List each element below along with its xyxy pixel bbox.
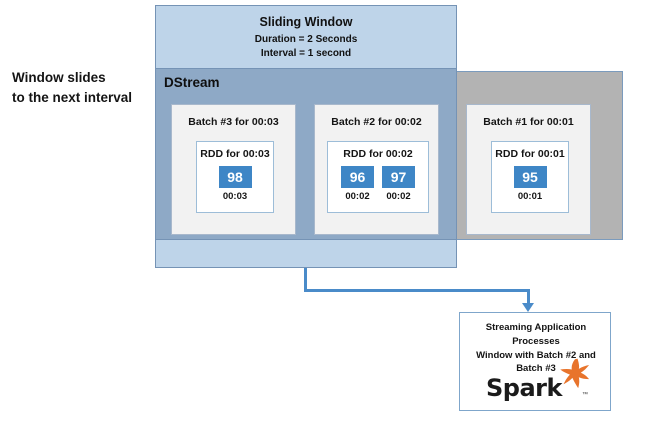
streaming-application-text: Streaming Application Processes Window w… [476,322,596,375]
rdd-values: 96 00:02 97 00:02 [328,166,428,202]
rdd-value-time: 00:01 [517,191,543,202]
connector-line-horizontal [304,289,530,292]
spark-star-icon [560,358,590,389]
rdd-title: RDD for 00:01 [495,148,565,160]
rdd-value-cell: 98 00:03 [218,166,252,202]
rdd-value-chip: 98 [218,166,252,188]
rdd-value-time: 00:02 [386,191,411,202]
batch-title: Batch #1 for 00:01 [483,116,574,128]
rdd-values: 95 00:01 [492,166,568,202]
batch-box-2[interactable]: Batch #2 for 00:02 RDD for 00:02 96 00:0… [314,104,439,235]
spark-trademark: ™ [582,392,588,398]
rdd-value-chip: 97 [382,166,415,188]
rdd-title: RDD for 00:02 [343,148,413,160]
spark-logo: Spark ™ [460,358,610,404]
rdd-title: RDD for 00:03 [200,148,270,160]
window-slides-caption: Window slides to the next interval [12,70,133,105]
rdd-value-chip: 96 [341,166,374,188]
streaming-application-box: Streaming Application Processes Window w… [459,312,611,411]
rdd-value-time: 00:02 [345,191,370,202]
batch-box-3[interactable]: Batch #3 for 00:03 RDD for 00:03 98 00:0… [171,104,296,235]
sliding-window-subtitle: Duration = 2 Seconds Interval = 1 second [254,34,358,59]
arrow-down-icon [522,303,534,312]
rdd-value-cell: 96 00:02 [341,166,374,202]
batch-title: Batch #2 for 00:02 [331,116,422,128]
rdd-value-time: 00:03 [222,191,248,202]
rdd-value-cell: 97 00:02 [382,166,415,202]
rdd-values: 98 00:03 [197,166,273,202]
rdd-value-chip: 95 [513,166,547,188]
rdd-box[interactable]: RDD for 00:02 96 00:02 97 00:02 [327,141,429,213]
connector-line-vertical-2 [527,289,530,305]
spark-wordmark: Spark [486,374,562,402]
rdd-box[interactable]: RDD for 00:01 95 00:01 [491,141,569,213]
batch-box-1[interactable]: Batch #1 for 00:01 RDD for 00:01 95 00:0… [466,104,591,235]
sliding-window-title: Sliding Window [259,15,353,29]
rdd-box[interactable]: RDD for 00:03 98 00:03 [196,141,274,213]
connector-line-vertical [304,268,307,292]
dstream-label: DStream [164,75,220,90]
rdd-value-cell: 95 00:01 [513,166,547,202]
batch-title: Batch #3 for 00:03 [188,116,279,128]
